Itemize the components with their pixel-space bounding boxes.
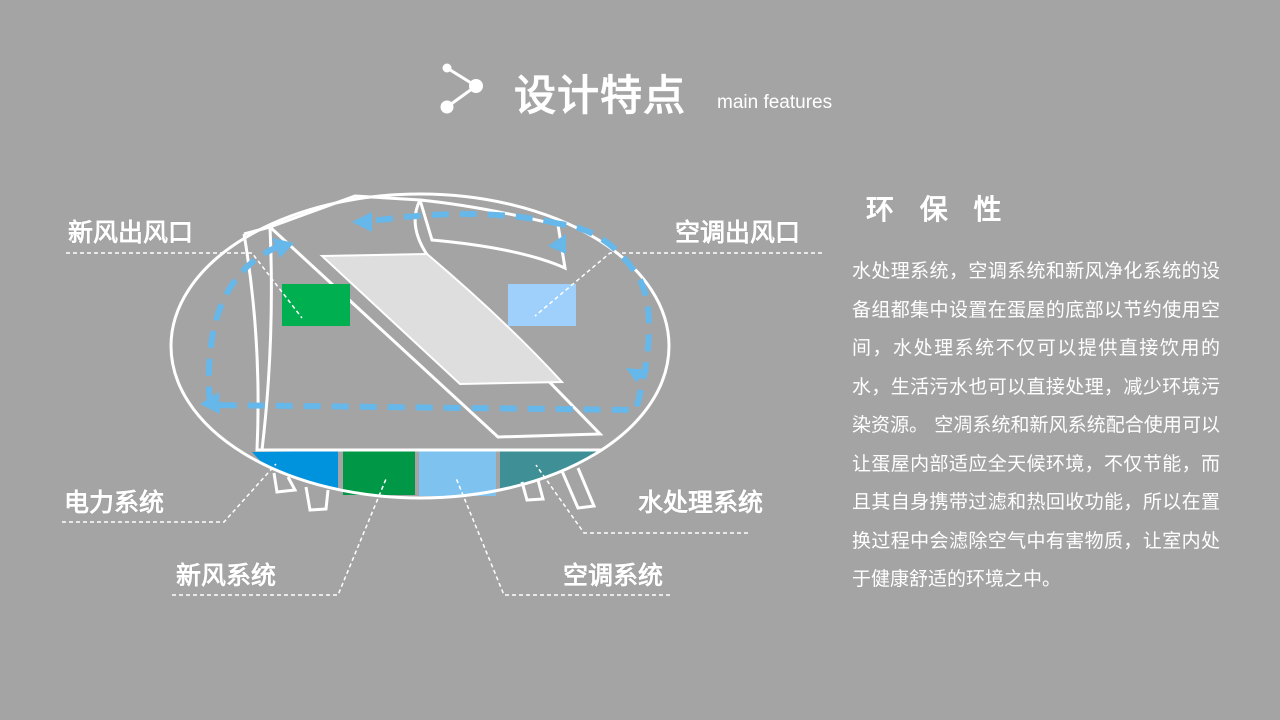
share-node-icon [440, 63, 483, 114]
water-system-segment [500, 451, 602, 489]
power-system-segment [252, 451, 338, 490]
page-subtitle: main features [717, 92, 833, 113]
leader-lines [62, 252, 822, 596]
arrowhead-top-left [272, 238, 294, 258]
ac-system-segment [419, 451, 496, 496]
arrowhead-top-right [548, 234, 566, 254]
support-legs [272, 467, 597, 512]
section-title: 环 保 性 [866, 193, 1010, 226]
section-body: 水处理系统，空调系统和新风净化系统的设备组都集中设置在蛋屋的底部以节约使用空间，… [852, 260, 1220, 590]
label-water-system: 水处理系统 [638, 488, 764, 517]
label-fresh-air-outlet: 新风出风口 [68, 218, 194, 247]
arrowhead-right [626, 368, 650, 382]
label-ac-system: 空调系统 [563, 561, 664, 590]
egg-house-diagram [62, 192, 822, 596]
page-header: 设计特点 main features [438, 58, 878, 122]
label-power-system: 电力系统 [64, 488, 165, 517]
arrowhead-top [352, 212, 372, 232]
label-fresh-air-system: 新风系统 [176, 561, 277, 590]
ac-outlet-box [508, 284, 576, 326]
fresh-air-system-segment [343, 451, 415, 495]
equipment-segments [252, 451, 602, 496]
airflow-path [205, 210, 653, 414]
panel-fill [319, 252, 565, 386]
fresh-air-outlet-box [282, 284, 350, 326]
arrowhead-bottom-left [200, 392, 220, 414]
page-title: 设计特点 [514, 71, 687, 120]
label-ac-outlet: 空调出风口 [675, 218, 801, 247]
airflow-arrowheads [200, 212, 650, 414]
egg-outline [169, 192, 671, 500]
